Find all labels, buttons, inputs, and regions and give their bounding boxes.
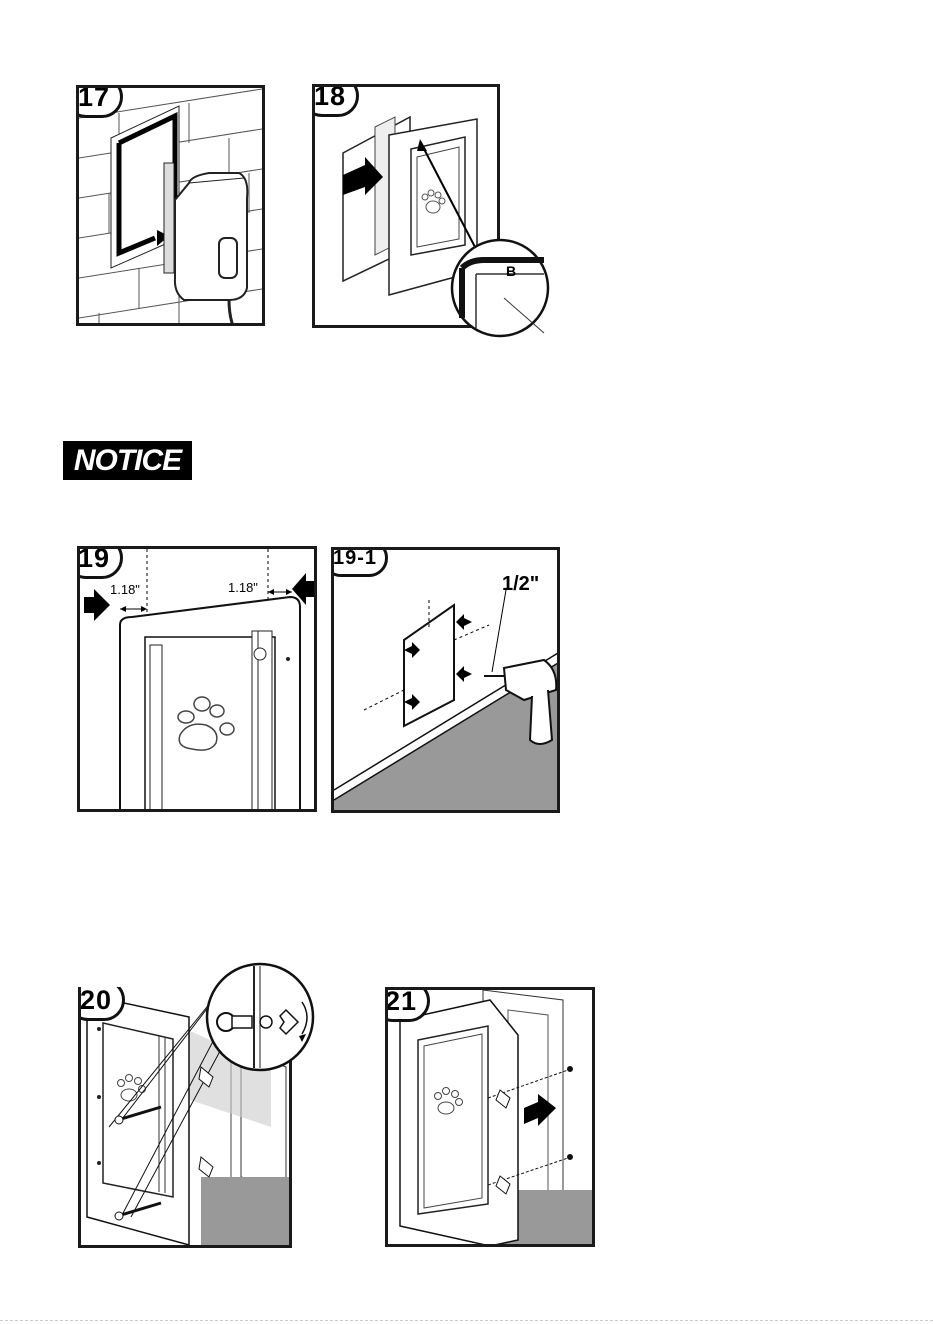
notice-banner: NOTICE [63,441,192,480]
step-17-panel: 17 [76,85,265,326]
arrow-icon [84,589,110,621]
detail-magnifier: B [444,238,556,338]
right-spacing-label: 1.18" [228,580,258,595]
drill-size-label: 1/2" [502,573,539,595]
page-bottom-edge [0,1320,933,1321]
hardware-detail-magnifier [202,962,318,1072]
door-spacing-illustration: 1.18" 1.18" [80,549,317,812]
drill-holes-illustration: 1/2" [334,550,560,813]
wall-cut-illustration [79,88,265,326]
attach-frame-illustration [388,990,595,1247]
template-outline [404,605,454,726]
left-spacing-label: 1.18" [110,582,140,597]
step-19-panel: 1.18" 1.18" 19 [77,546,317,812]
detail-label-b: B [506,263,516,279]
step-21-panel: 21 [385,987,595,1247]
step-19-1-panel: 1/2" 19-1 [331,547,560,813]
step-number-19-1: 19-1 [331,547,388,577]
